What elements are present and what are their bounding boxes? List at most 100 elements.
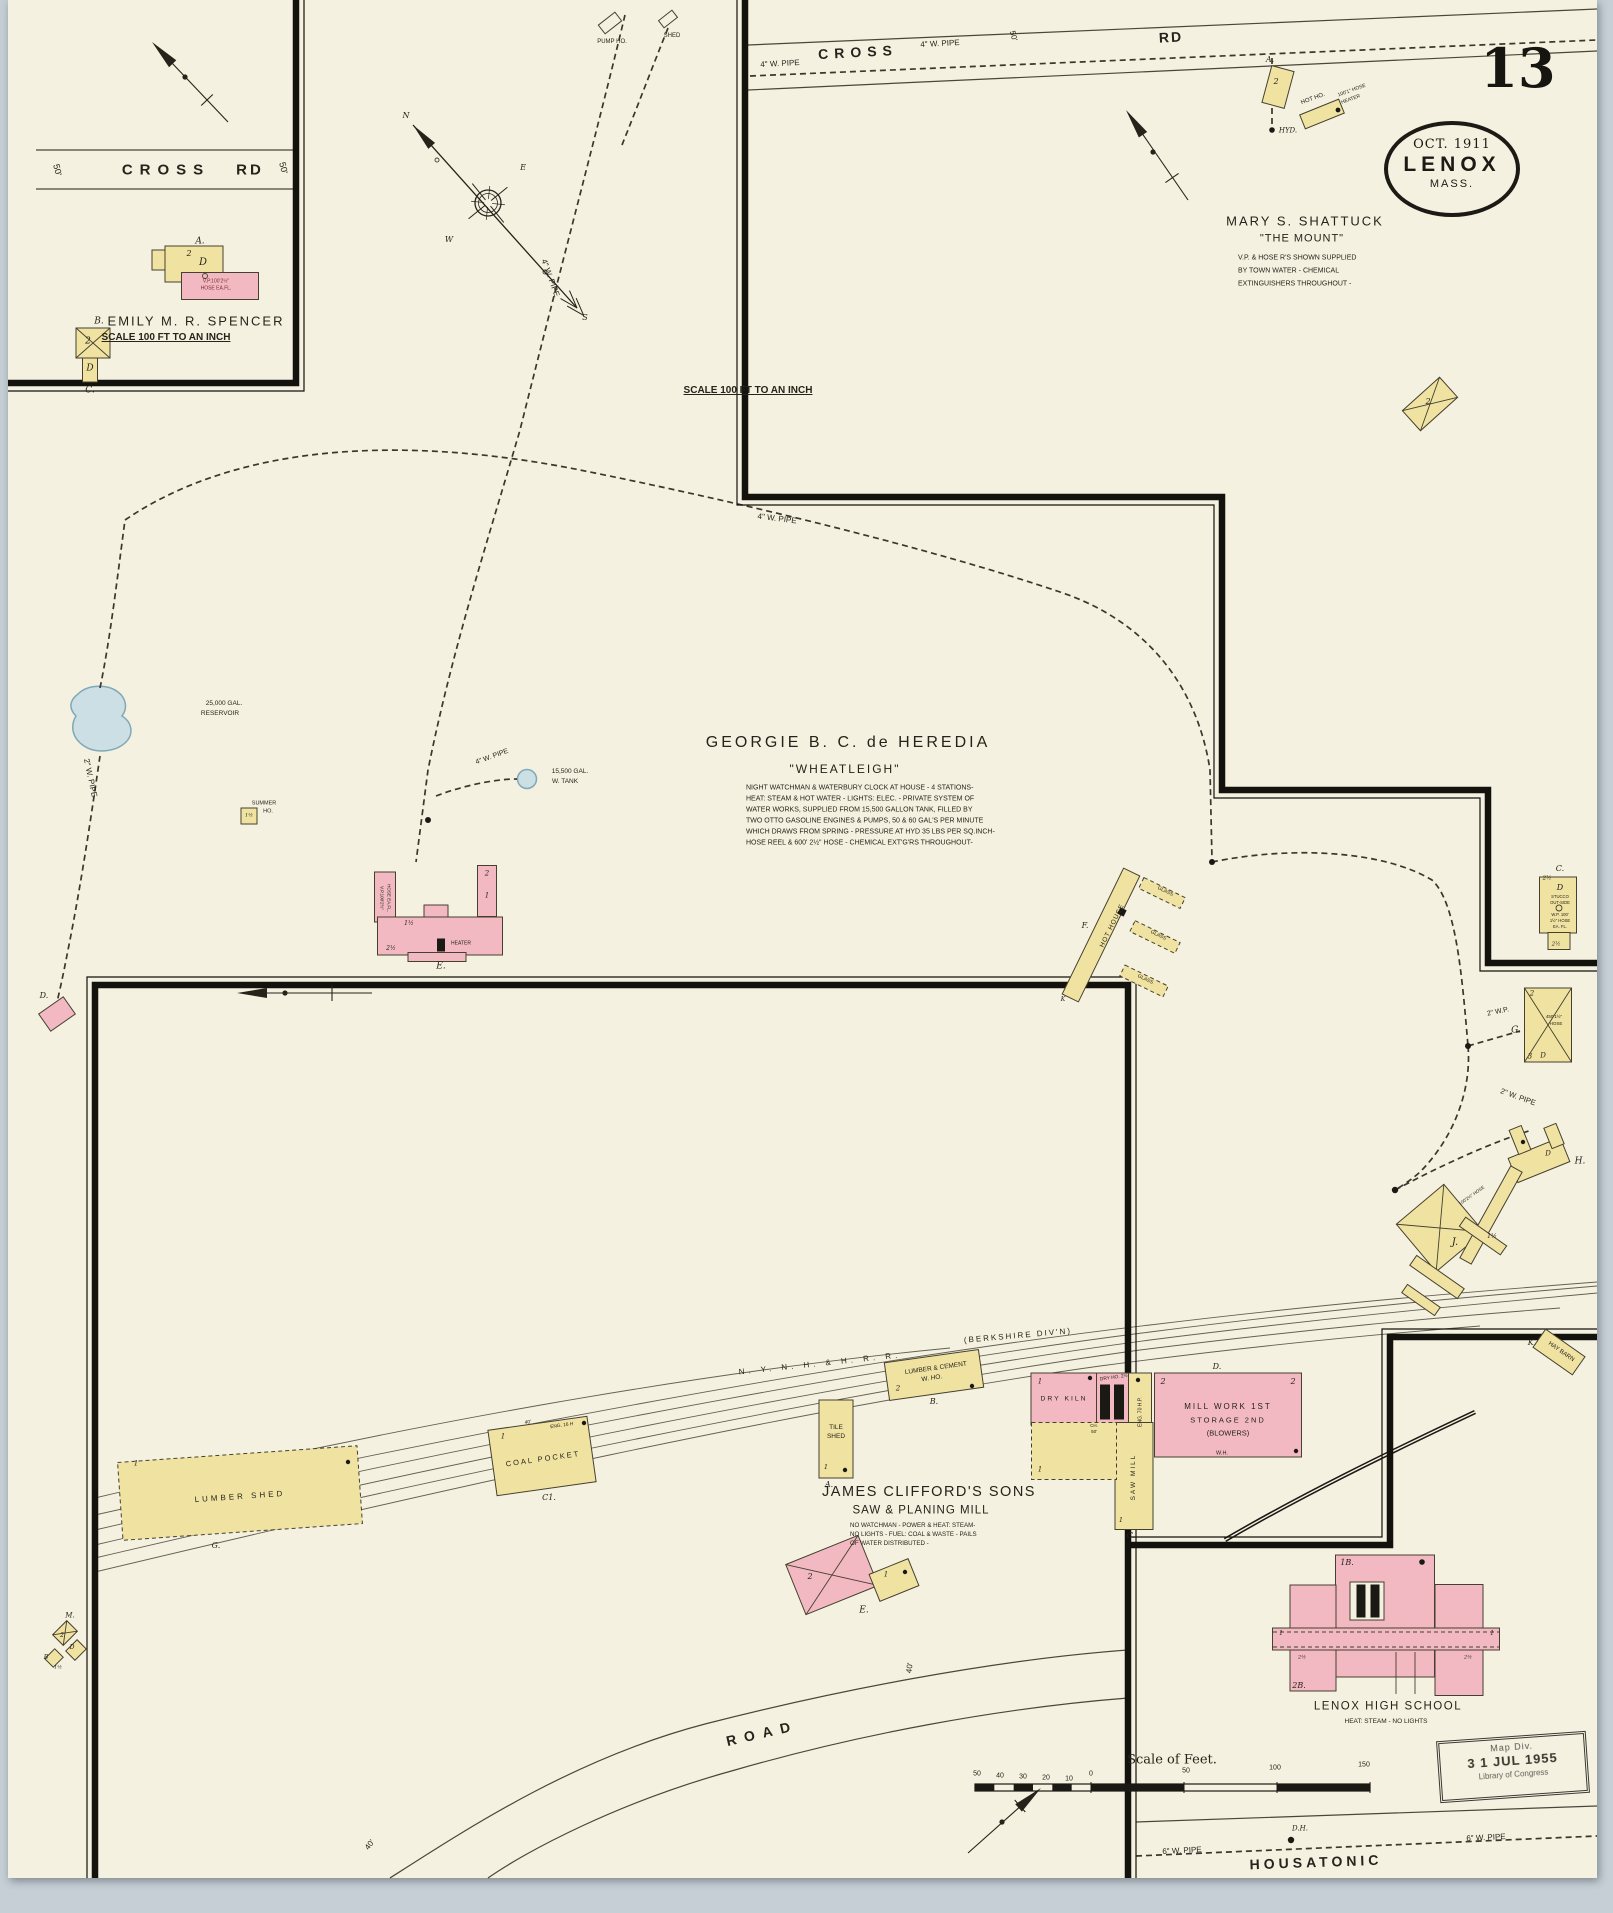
map-label: F. [1081,921,1089,930]
ring-mark [434,157,440,163]
mount-stable [1261,65,1295,109]
building-j-arm2 [1409,1254,1465,1300]
library-stamp: Map Div. 3 1 JUL 1955 Library of Congres… [1436,1730,1590,1804]
map-label: HAY BARN [1546,1340,1576,1364]
map-label: TWO OTTO GASOLINE ENGINES & PUMPS, 50 & … [746,817,984,825]
map-label: SAW & PLANING MILL [852,1504,990,1517]
map-label: B [43,1654,49,1661]
hydrant-dot [345,1459,351,1465]
map-label: 2B. [1292,1681,1306,1690]
map-label: M. [65,1611,75,1620]
map-label: BY TOWN WATER - CHEMICAL [1238,267,1340,275]
corner-house-m1 [51,1619,79,1647]
corner-house-m3 [44,1648,64,1668]
map-label: SHED [826,1432,846,1440]
kiln-2 [1114,1384,1124,1420]
map-label: D.H. [1292,1824,1308,1833]
map-label: 100 [1269,1764,1281,1772]
estate-heredia: GEORGIE B. C. de HEREDIA [705,734,991,751]
hydrant-dot [1087,1375,1093,1381]
pipe-cross-rd [749,39,1598,77]
building-g [1524,987,1572,1063]
publication-city: LENOX [1403,153,1501,176]
map-label: 2 [1529,989,1535,998]
building-j-arm4 [1401,1283,1441,1317]
cross-rd-north [747,8,1598,46]
wheatleigh-porch [407,952,467,962]
mill-work-building [1154,1372,1302,1458]
spencer-barn [75,327,111,359]
map-label: E. [436,961,446,972]
map-label: 2½ [1542,875,1552,882]
map-label: (BLOWERS) [1206,1428,1250,1438]
water-pipes [55,14,1598,1857]
map-label: W. HO. [921,1373,943,1384]
map-label: 6" W. PIPE [1162,1844,1202,1857]
map-label: 6" W. PIPE [1466,1831,1506,1844]
map-label: 450'1½" [1545,1013,1563,1019]
building-j-arm1 [1459,1165,1523,1265]
map-label: 2" W. PIPE [1499,1086,1537,1108]
inset-owner: EMILY M. R. SPENCER [107,313,285,329]
mount-barn [1401,376,1459,432]
map-label: 10 [1065,1775,1073,1783]
hay-barn [1532,1328,1586,1376]
map-label: MILL WORK 1ST [1184,1402,1272,1411]
inset-scale: SCALE 100 FT TO AN INCH [101,332,231,343]
railroad-track [94,1281,1598,1516]
hothouse-bar [1061,867,1141,1003]
map-label: D [198,257,208,268]
school-chimney-1 [1356,1584,1366,1618]
hydrant-dot [1269,127,1275,133]
map-label: K [1060,996,1066,1003]
pipe-tank-branch [435,778,518,797]
buildings [37,9,1586,1696]
map-label: ENG. 70 H.P. [1137,1397,1144,1427]
map-label: ENG. 16 H [550,1422,574,1431]
mill-owner: JAMES CLIFFORD'S SONS [822,1483,1036,1500]
map-label: C. [1555,864,1565,873]
railroad-track [94,1285,1598,1531]
housatonic-edge [1135,1805,1598,1823]
hydrant-dot [425,817,431,823]
railroad-name: N. Y. N. H. & H. R. R. [738,1350,902,1377]
map-label: 100'2½" HOSE [1457,1184,1486,1207]
summer-house [240,807,258,825]
map-label: 15,500 GAL. [551,767,589,775]
map-label: HEAT: STEAM & HOT WATER - LIGHTS: ELEC. … [746,795,975,803]
sheet-number: 13 [1480,36,1556,100]
map-label: 50 [973,1770,981,1778]
map-label: HO. [263,808,273,815]
map-label: 1 [1037,1377,1043,1386]
map-label: PUMP HO. [597,39,627,45]
map-label: 50' [1007,29,1020,43]
map-label: LUMBER SHED [194,1488,286,1505]
hydrant-dot [1209,859,1215,865]
building-e-pink [785,1534,879,1616]
map-label: HOSE [1549,1020,1563,1026]
map-label: 1 [1037,1465,1043,1474]
road-rd: RD [1158,28,1184,46]
inset-road-width-left: 50' [51,162,64,177]
lumber-cement-warehouse [883,1349,985,1401]
main-scale: SCALE 100 FT TO AN INCH [683,385,813,396]
publication-stamp: OCT. 1911 LENOX MASS. [1384,121,1520,217]
pipe-2in-down [55,755,101,1007]
map-label: GLASS [1136,973,1155,986]
hydrant-dot [969,1383,975,1389]
map-label: 150 [1358,1761,1370,1769]
water-tank [516,768,538,790]
hydrant-dot [1335,107,1341,113]
map-label: TILE [829,1423,843,1431]
map-label: H. [1574,1156,1586,1167]
road-upper [389,1649,1129,1879]
map-label: B. [929,1397,939,1406]
cross-rd-south [747,50,1598,91]
hydrant-dot [1465,1043,1471,1049]
inset-road-width-right: 50' [277,160,290,175]
hydrant-dot [1135,1377,1141,1383]
map-label: NO WATCHMAN - POWER & HEAT: STEAM- [850,1521,976,1529]
map-label: A. [1265,55,1275,64]
